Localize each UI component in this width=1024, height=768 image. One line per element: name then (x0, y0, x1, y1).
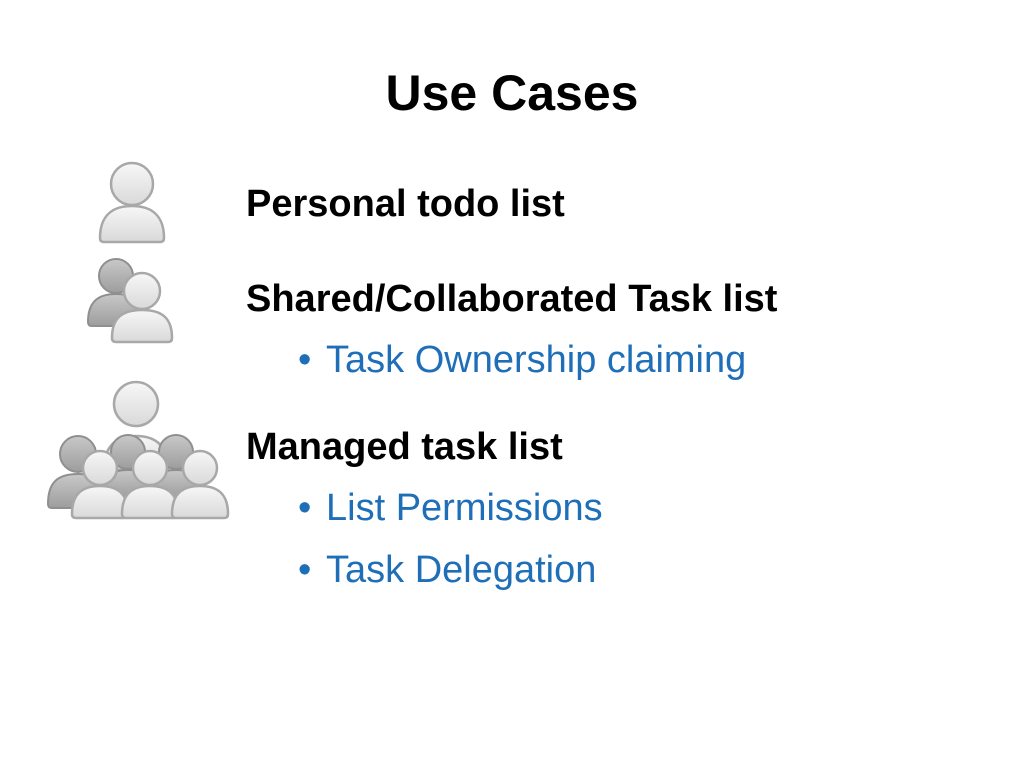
section-heading-managed: Managed task list (246, 426, 563, 468)
user-group-icon (44, 374, 234, 522)
section-heading-shared: Shared/Collaborated Task list (246, 278, 778, 320)
section-heading-personal: Personal todo list (246, 183, 565, 225)
slide-title: Use Cases (385, 65, 639, 121)
bullet-text: Task Ownership claiming (326, 339, 747, 381)
single-user-icon (94, 158, 170, 246)
bullet-text: List Permissions (326, 487, 603, 529)
bullet-item: • List Permissions (298, 487, 603, 531)
bullet-text: Task Delegation (326, 549, 597, 591)
bullet-item: • Task Delegation (298, 549, 596, 593)
two-users-icon (84, 256, 180, 344)
bullet-item: • Task Ownership claiming (298, 339, 746, 383)
bullet-glyph: • (298, 549, 312, 591)
bullet-glyph: • (298, 487, 312, 529)
bullet-glyph: • (298, 339, 312, 381)
